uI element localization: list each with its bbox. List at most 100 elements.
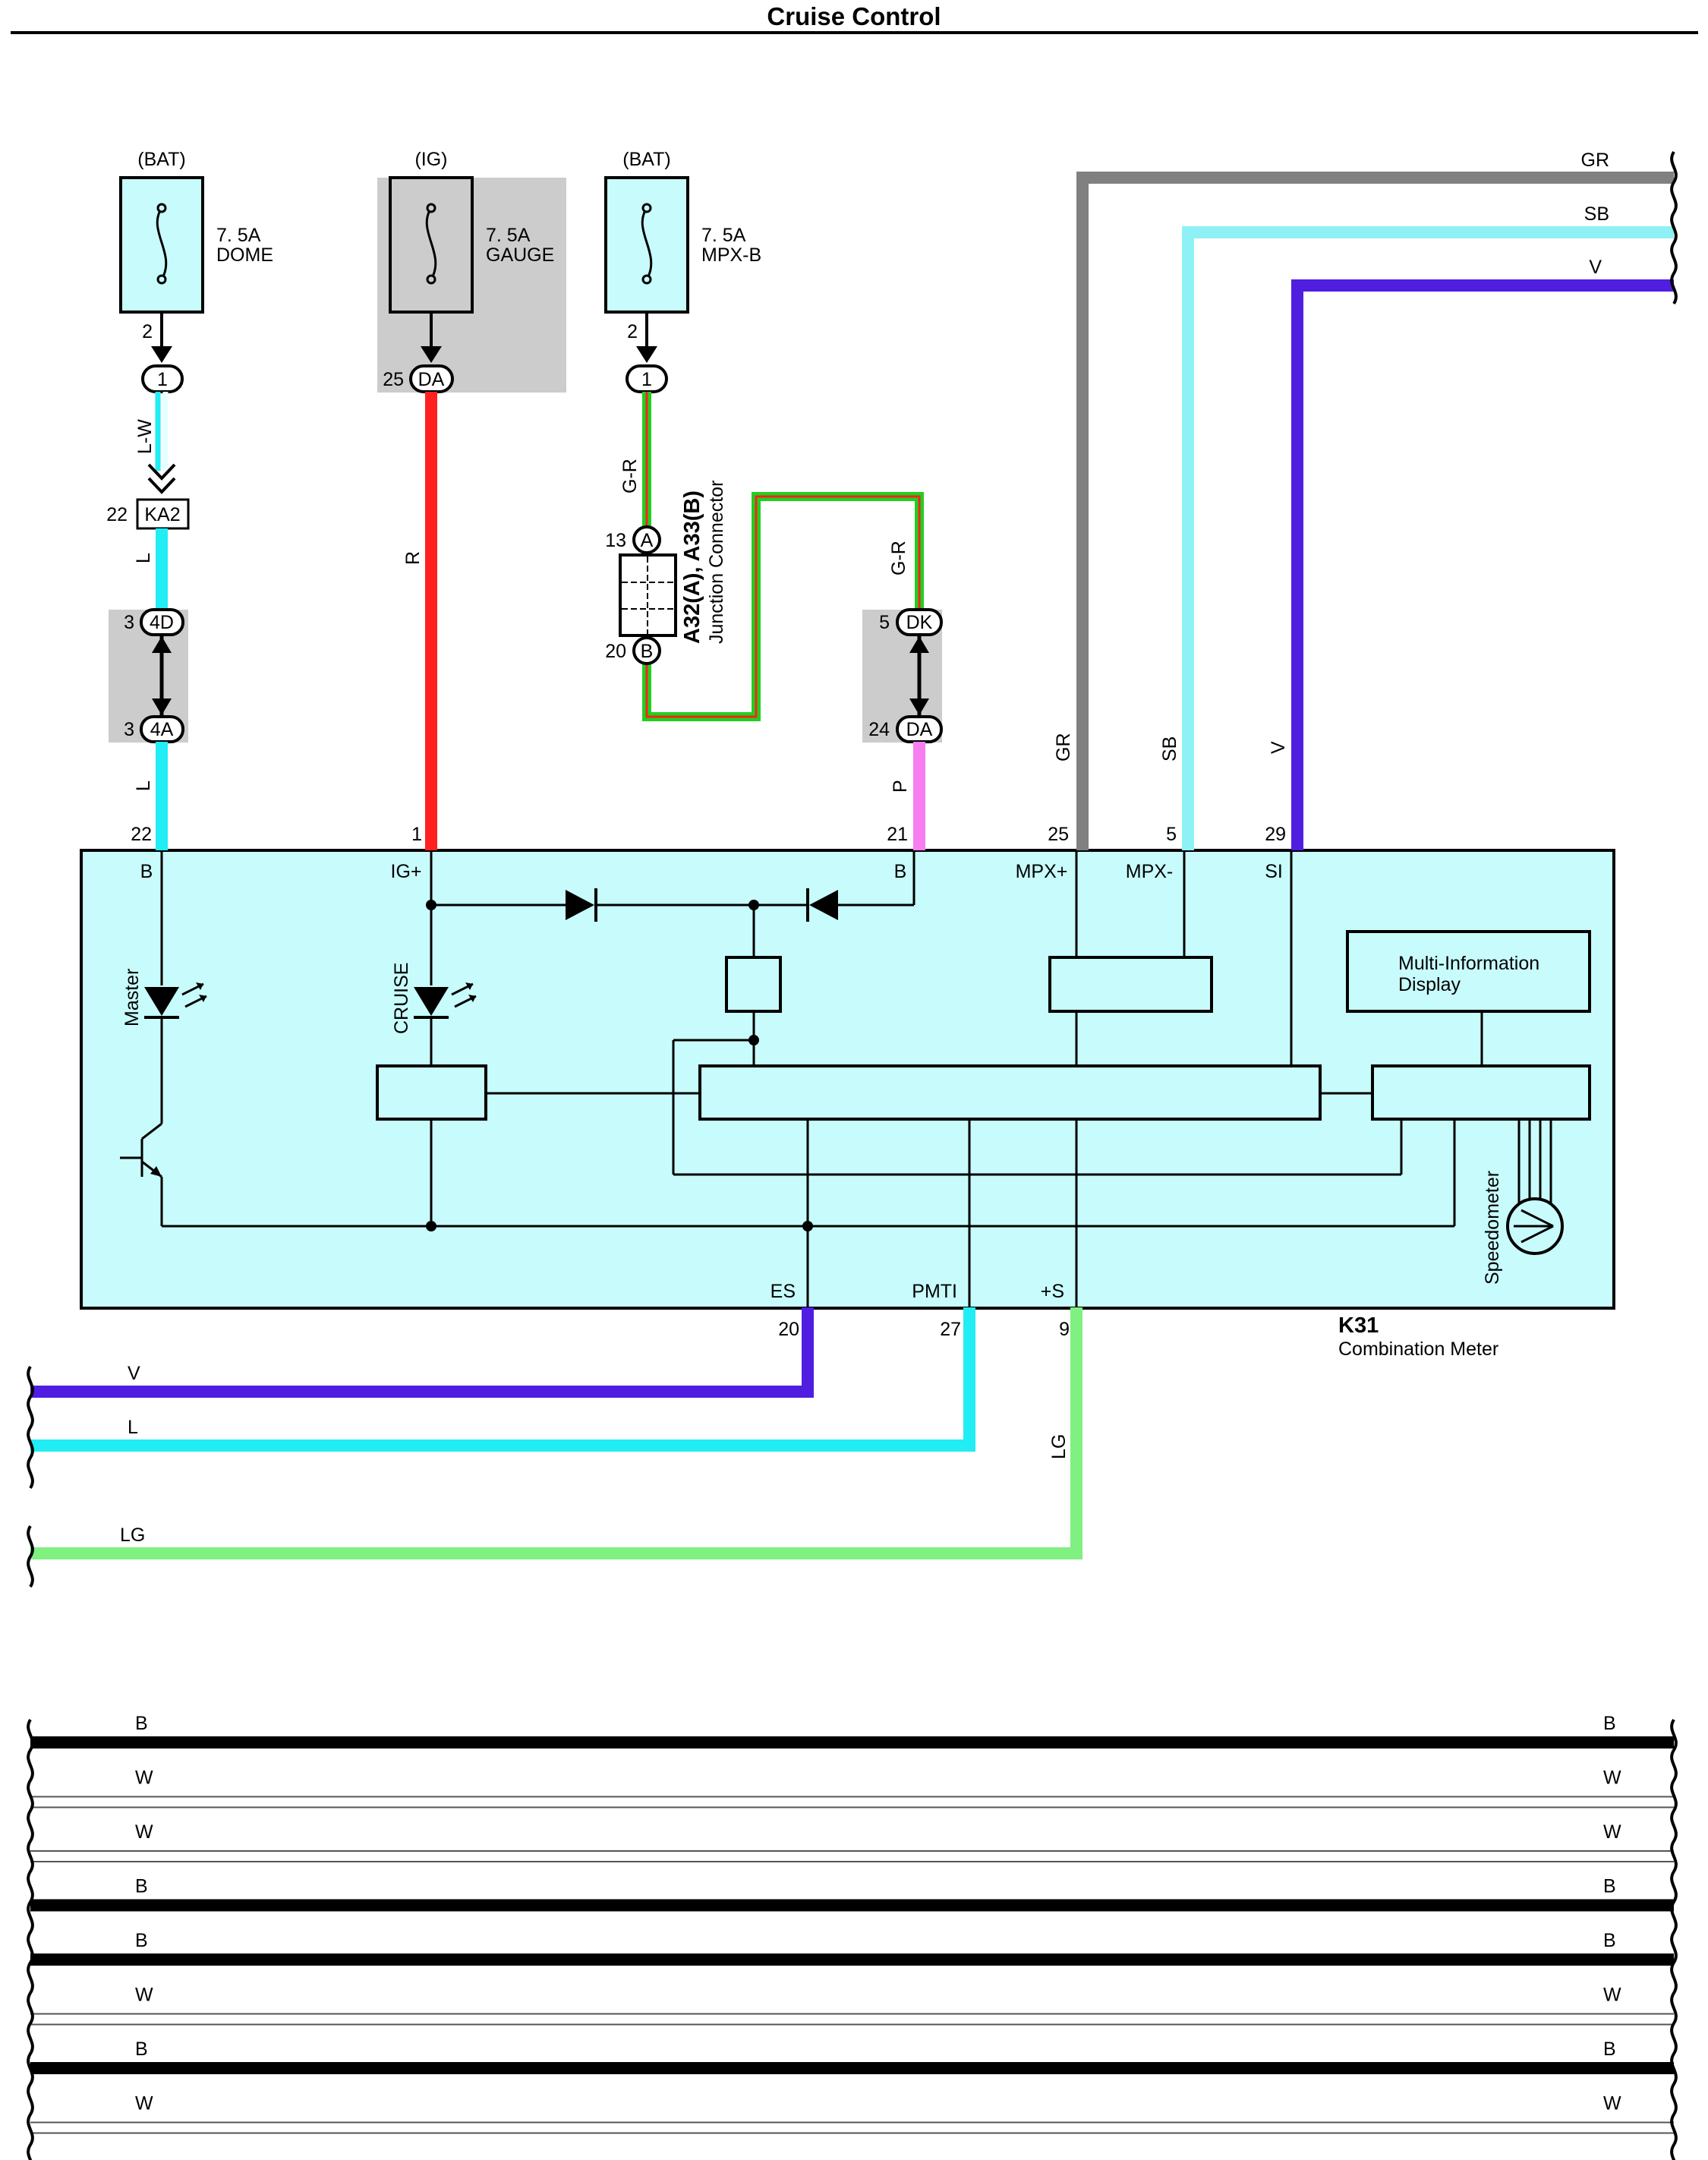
ground-label-right-7: B: [1603, 2039, 1616, 2060]
fuse-gauge-name: GAUGE: [486, 244, 554, 266]
fuse-dome-pin-top: 2: [142, 321, 153, 342]
connector-4a-name: 4A: [150, 719, 174, 740]
ground-label-right-3: W: [1603, 1821, 1621, 1843]
junction-label-2: Junction Connector: [706, 481, 727, 644]
left-wire-label-v: V: [128, 1363, 140, 1384]
multi-info-display-block: [1346, 930, 1591, 1013]
wire-label-p: P: [890, 780, 911, 793]
ground-label-left-2: W: [135, 1767, 153, 1789]
cruise-led: [414, 982, 477, 1019]
connector-ka2-name: KA2: [144, 504, 180, 525]
connector-da-name: DA: [906, 719, 933, 740]
fuse-dome-name: DOME: [216, 244, 273, 266]
wire-gr-bus: [1076, 172, 1674, 850]
speedometer-driver-block: [1371, 1064, 1591, 1121]
wire-label-gr-1: G-R: [619, 459, 641, 493]
junction-dot: [426, 1221, 436, 1231]
junction-dot: [426, 900, 436, 910]
cruise-label: CRUISE: [391, 963, 412, 1034]
page-title: Cruise Control: [767, 2, 941, 30]
fuse-gauge-element: [425, 207, 437, 280]
multi-info-display-line1: Multi-Information: [1398, 953, 1539, 974]
term-igplus: IG+: [391, 861, 422, 882]
connector-4d-name: 4D: [150, 612, 174, 633]
fuse-gauge-pin-top: 25: [383, 369, 404, 390]
top-pin-num-5: 5: [1166, 824, 1177, 845]
fuse-dome-amp: 7. 5A: [216, 225, 261, 246]
term-b-1: B: [140, 861, 153, 882]
wire-label-l-2: L: [133, 780, 154, 791]
right-wire-label-gr: GR: [1581, 150, 1610, 171]
connector-b-name: B: [641, 641, 654, 662]
term-mpxminus: MPX-: [1126, 861, 1174, 882]
diode-right: [806, 888, 838, 922]
wire-sb-bus: [1182, 226, 1674, 850]
ground-label-right-8: W: [1603, 2093, 1621, 2114]
connector-ka2: [136, 498, 190, 530]
top-pin-num-1: 1: [411, 824, 422, 845]
break-symbol-right: [1670, 150, 1678, 305]
wire-label-l-1: L: [133, 553, 154, 563]
wire-label-gr-2: G-R: [888, 541, 909, 575]
fuse-gauge-supply: (IG): [414, 149, 447, 170]
fuse-mpxb: (BAT) 7. 5A MPX-B 2 1: [604, 149, 761, 393]
top-pin-num-22: 22: [131, 824, 152, 845]
bottom-pin-num-9: 9: [1059, 1319, 1070, 1340]
break-symbol-ground-left: [27, 1718, 34, 2160]
term-b-2: B: [894, 861, 907, 882]
connector-b-pin: 20: [605, 641, 626, 662]
fuse-gauge-amp: 7. 5A: [486, 225, 531, 246]
right-wire-label-v: V: [1589, 257, 1602, 278]
connector-4d-pin: 3: [124, 612, 134, 633]
module-name: Combination Meter: [1338, 1339, 1498, 1360]
wire-l-out: [30, 1307, 975, 1452]
ground-label-left-1: B: [135, 1713, 148, 1734]
fuse-dome-connector: [141, 364, 184, 393]
fuse-mpxb-connector-pin: 1: [641, 369, 652, 390]
wire-label-gr: GR: [1053, 733, 1074, 762]
wire-lg-out: [30, 1307, 1082, 1559]
wire-label-lw: L-W: [134, 419, 156, 454]
left-wire-label-lg: LG: [120, 1525, 145, 1546]
bottom-pin-num-20: 20: [778, 1319, 799, 1340]
ground-label-right-2: W: [1603, 1767, 1621, 1789]
junction-dot: [748, 1035, 759, 1045]
fuse-dome-element: [156, 207, 168, 280]
wire-v-out: [30, 1307, 814, 1398]
junction-dot: [802, 1221, 813, 1231]
wire-label-lg: LG: [1048, 1434, 1070, 1459]
transistor-icon: [150, 1166, 162, 1177]
connector-ka2-pin: 22: [106, 504, 128, 525]
fuse-dome-connector-pin: 1: [157, 369, 168, 390]
ground-label-right-5: B: [1603, 1930, 1616, 1951]
connector-a-pin: 13: [605, 530, 626, 551]
wire-label-r: R: [402, 551, 424, 565]
cruise-driver-block: [376, 1064, 487, 1121]
wire-label-sb: SB: [1159, 736, 1180, 762]
break-symbol-ground-right: [1670, 1718, 1678, 2160]
connector-4a-pin: 3: [124, 719, 134, 740]
connector-b: [632, 636, 661, 665]
fuse-gauge-connector-pin: DA: [418, 369, 445, 390]
diode-left: [566, 888, 597, 922]
ground-label-right-1: B: [1603, 1713, 1616, 1734]
connector-a-name: A: [641, 530, 654, 551]
wire-gr-green-red: [642, 392, 924, 721]
connector-a: [632, 525, 661, 554]
fuse-dome: (BAT) 7. 5A DOME 2 1: [119, 149, 273, 393]
break-symbol-left-2: [27, 1525, 34, 1588]
ground-label-left-7: B: [135, 2039, 148, 2060]
term-mpxplus: MPX+: [1016, 861, 1068, 882]
ground-label-left-8: W: [135, 2093, 153, 2114]
fuse-mpxb-amp: 7. 5A: [701, 225, 746, 246]
fuse-mpxb-supply: (BAT): [622, 149, 670, 170]
master-label: Master: [121, 969, 143, 1026]
fuse-dome-supply: (BAT): [137, 149, 185, 170]
connector-dk-name: DK: [906, 612, 933, 633]
ground-label-left-4: B: [135, 1876, 148, 1897]
module-id: K31: [1338, 1313, 1379, 1338]
term-pmti: PMTI: [912, 1281, 957, 1302]
fuse-mpxb-name: MPX-B: [701, 244, 761, 266]
